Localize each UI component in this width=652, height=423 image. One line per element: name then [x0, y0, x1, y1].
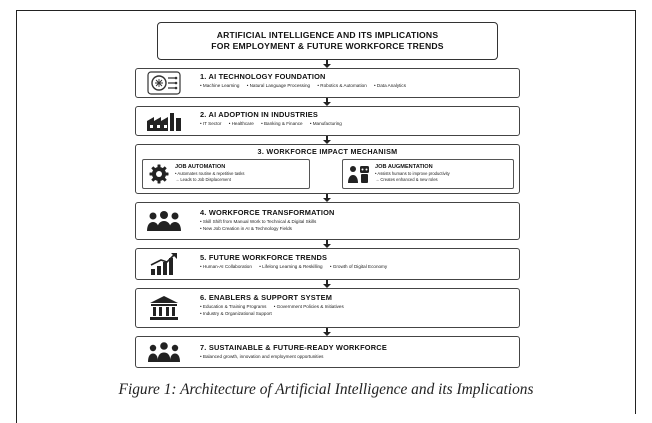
bullet-item: • Manufacturing — [309, 121, 342, 126]
growth-chart-icon — [144, 251, 184, 277]
stage-bullets: • Education & Training Programs • Govern… — [200, 303, 513, 310]
figure-frame — [16, 10, 636, 423]
diagram-title-line-1: ARTIFICIAL INTELLIGENCE AND ITS IMPLICAT… — [216, 30, 439, 40]
stage-bullets-row-2: • Industry & Organizational Support — [200, 310, 513, 317]
job-automation-title: JOB AUTOMATION — [175, 164, 226, 170]
gear-icon — [147, 163, 171, 185]
bullet-item: • Lifelong Learning & Reskilling — [259, 264, 323, 269]
stage-bullets: • Skill Shift from Manual Work to Techni… — [200, 218, 513, 232]
bullet-item: • IT Sector — [200, 121, 222, 126]
bullet-item: • Banking & Finance — [261, 121, 303, 126]
person-robot-icon — [347, 163, 371, 185]
institution-icon — [144, 295, 184, 321]
job-automation-bullets: • Automates routine & repetitive tasks →… — [175, 171, 306, 183]
bullet-item: • Automates routine & repetitive tasks — [175, 171, 245, 176]
bullet-item: • Robotics & Automation — [317, 83, 367, 88]
stage-bullets: • Balanced growth, innovation and employ… — [200, 353, 513, 360]
stage-bullets: • IT Sector • Healthcare • Banking & Fin… — [200, 120, 513, 127]
stage-bullets: • Machine Learning • Natural Language Pr… — [200, 82, 513, 89]
bullet-item: • Assists humans to improve productivity — [375, 171, 450, 176]
figure-caption: Figure 1: Architecture of Artificial Int… — [118, 381, 534, 398]
job-augmentation-bullets: • Assists humans to improve productivity… — [375, 171, 510, 183]
stage-heading: 5. FUTURE WORKFORCE TRENDS — [200, 253, 328, 262]
arrow-down-icon — [323, 136, 331, 144]
stage-heading: 4. WORKFORCE TRANSFORMATION — [200, 208, 335, 217]
bullet-item: • Human-AI Collaboration — [200, 264, 252, 269]
arrow-down-icon — [323, 60, 331, 68]
bullet-item: • Government Policies & Initiatives — [273, 304, 344, 309]
bullet-item: → Leads to Job Displacement — [175, 177, 231, 182]
bullet-item: → Creates enhanced & new roles — [375, 177, 438, 182]
bullet-item: • Natural Language Processing — [246, 83, 311, 88]
stage-heading: 1. AI TECHNOLOGY FOUNDATION — [200, 72, 326, 81]
bullet-item: • Healthcare — [228, 121, 254, 126]
team-icon — [144, 339, 184, 365]
bullet-item: • Skill Shift from Manual Work to Techni… — [200, 219, 317, 224]
job-automation-box: JOB AUTOMATION • Automates routine & rep… — [142, 159, 310, 189]
stage-heading: 3. WORKFORCE IMPACT MECHANISM — [257, 147, 398, 156]
bullet-item: • Education & Training Programs — [200, 304, 267, 309]
stage-sustainable-future-ready-workforce: 7. SUSTAINABLE & FUTURE-READY WORKFORCE … — [135, 336, 520, 368]
stage-heading: 6. ENABLERS & SUPPORT SYSTEM — [200, 293, 333, 302]
arrow-down-icon — [323, 98, 331, 106]
stage-heading: 2. AI ADOPTION IN INDUSTRIES — [200, 110, 318, 119]
stage-future-workforce-trends: 5. FUTURE WORKFORCE TRENDS • Human-AI Co… — [135, 248, 520, 280]
stage-workforce-transformation: 4. WORKFORCE TRANSFORMATION • Skill Shif… — [135, 202, 520, 240]
stage-ai-adoption-in-industries: 2. AI ADOPTION IN INDUSTRIES • IT Sector… — [135, 106, 520, 136]
stage-bullets: • Human-AI Collaboration • Lifelong Lear… — [200, 263, 513, 270]
arrow-down-icon — [323, 280, 331, 288]
diagram-title: ARTIFICIAL INTELLIGENCE AND ITS IMPLICAT… — [157, 22, 498, 60]
stage-ai-technology-foundation: 1. AI TECHNOLOGY FOUNDATION • Machine Le… — [135, 68, 520, 98]
diagram-title-line-2: FOR EMPLOYMENT & FUTURE WORKFORCE TRENDS — [211, 41, 444, 51]
architecture-diagram: ARTIFICIAL INTELLIGENCE AND ITS IMPLICAT… — [135, 22, 520, 370]
factory-icon — [144, 108, 184, 134]
job-augmentation-title: JOB AUGMENTATION — [375, 164, 433, 170]
stage-workforce-impact-mechanism: 3. WORKFORCE IMPACT MECHANISM JOB AUTOMA… — [135, 144, 520, 194]
stage-enablers-support-system: 6. ENABLERS & SUPPORT SYSTEM • Education… — [135, 288, 520, 328]
bullet-item: • Machine Learning — [200, 83, 240, 88]
arrow-down-icon — [323, 240, 331, 248]
bullet-item: • Data Analytics — [374, 83, 407, 88]
bullet-item: • Industry & Organizational Support — [200, 311, 272, 316]
job-augmentation-box: JOB AUGMENTATION • Assists humans to imp… — [342, 159, 514, 189]
stage-heading: 7. SUSTAINABLE & FUTURE-READY WORKFORCE — [200, 343, 387, 352]
bullet-item: • Growth of Digital Economy — [329, 264, 388, 269]
people-group-icon — [144, 208, 184, 234]
bullet-item: • Balanced growth, innovation and employ… — [200, 354, 324, 359]
arrow-down-icon — [323, 194, 331, 202]
brain-chip-icon — [144, 70, 184, 96]
arrow-down-icon — [323, 328, 331, 336]
bullet-item: • New Job Creation in AI & Technology Fi… — [200, 226, 292, 231]
